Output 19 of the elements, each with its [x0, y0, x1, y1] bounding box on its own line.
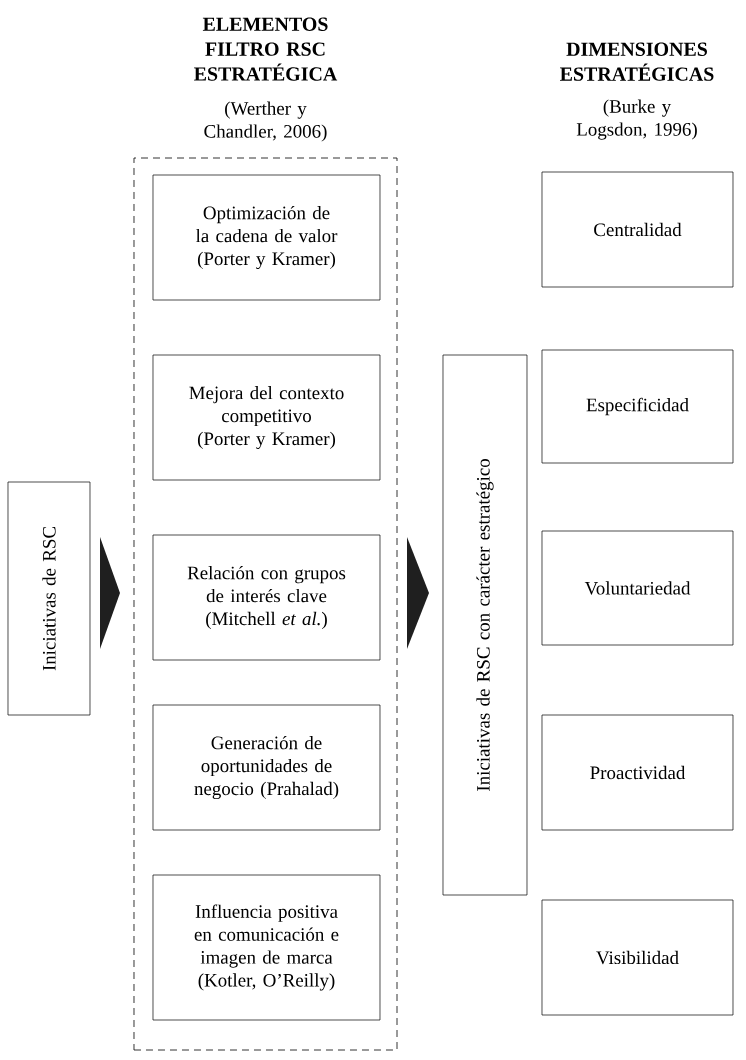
text-box: Iniciativas de RSC — [7, 481, 91, 716]
text-box: Optimización de la cadena de valor (Porter y Kramer) — [152, 174, 381, 301]
dashed-frame — [133, 17, 398, 1051]
heading: DIMENSIONES ESTRATÉGICAS — [560, 42, 714, 81]
text-box: Centralidad — [541, 171, 734, 288]
text-box: Iniciativas de RSC con carácter estratégico — [442, 354, 528, 896]
heading: ELEMENTOS FILTRO RSC ESTRATÉGICA — [194, 17, 338, 81]
text-box: Relación con grupos de interés clave (Mitchell et al.) — [152, 534, 381, 661]
text-box: Visibilidad — [541, 899, 734, 1016]
text-box: Influencia positiva en comunicación e imagen de marca (Kotler, O’Reilly) — [152, 874, 381, 1021]
text-box: Generación de oportunidades de negocio (Prahalad) — [152, 704, 381, 831]
text-box: Mejora del contexto competitivo (Porter y Kramer) — [152, 354, 381, 481]
citation: (Burke y Logsdon, 1996) — [576, 99, 697, 140]
text-box: Proactividad — [541, 714, 734, 831]
arrow — [100, 537, 120, 649]
citation: (Werther y Chandler, 2006) — [204, 101, 327, 142]
text-box: Especificidad — [541, 349, 734, 464]
text-box: Voluntariedad — [541, 530, 734, 646]
arrow — [407, 537, 429, 649]
